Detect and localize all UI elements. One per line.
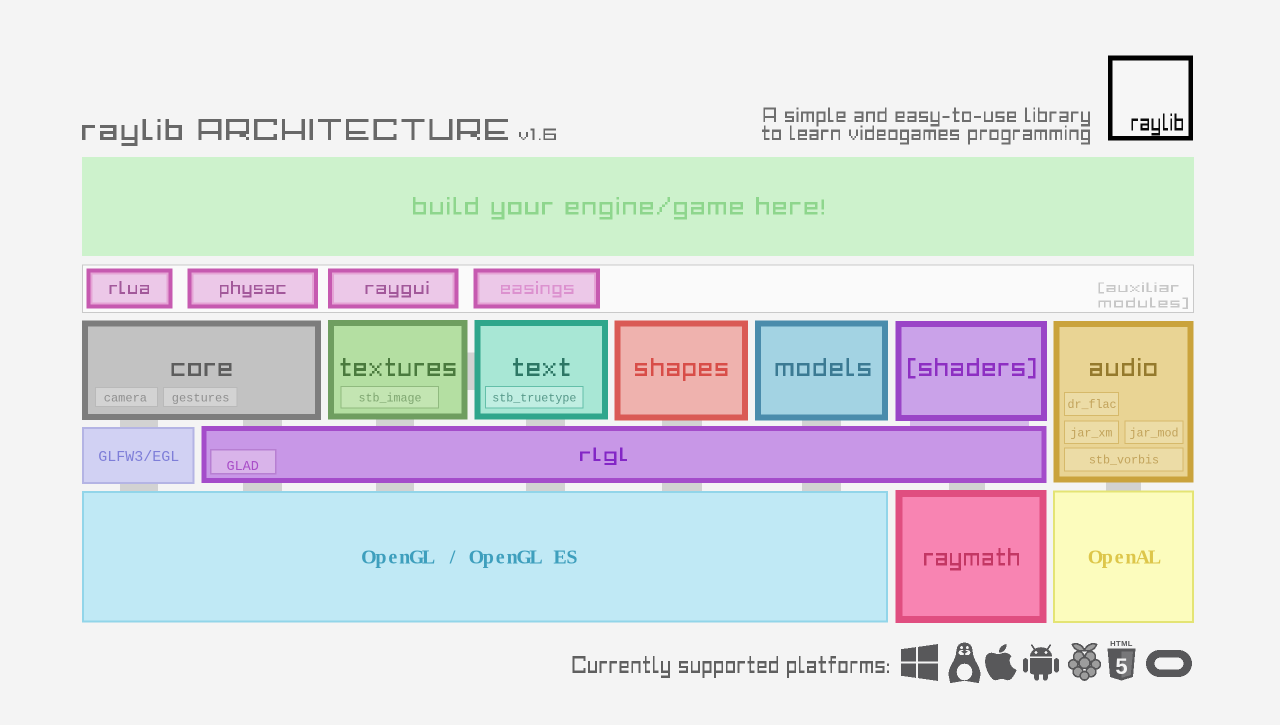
svg-text:jar_mod: jar_mod (1129, 427, 1178, 441)
svg-text:OpenAL: OpenAL (1088, 546, 1161, 568)
svg-text:stb_vorbis: stb_vorbis (1089, 454, 1159, 468)
svg-text:GLFW3/EGL: GLFW3/EGL (98, 449, 179, 466)
svg-text:dr_flac: dr_flac (1067, 398, 1116, 412)
svg-text:HTML: HTML (1110, 639, 1133, 648)
svg-text:5: 5 (1115, 654, 1127, 679)
svg-text:jar_xm: jar_xm (1070, 427, 1112, 441)
svg-text:GLAD: GLAD (226, 460, 258, 475)
svg-text:OpenGL / OpenGL ES: OpenGL / OpenGL ES (361, 547, 577, 569)
svg-text:gestures: gestures (172, 391, 230, 405)
svg-text:camera: camera (104, 391, 147, 405)
svg-text:stb_image: stb_image (358, 392, 421, 406)
svg-text:stb_truetype: stb_truetype (492, 392, 576, 406)
